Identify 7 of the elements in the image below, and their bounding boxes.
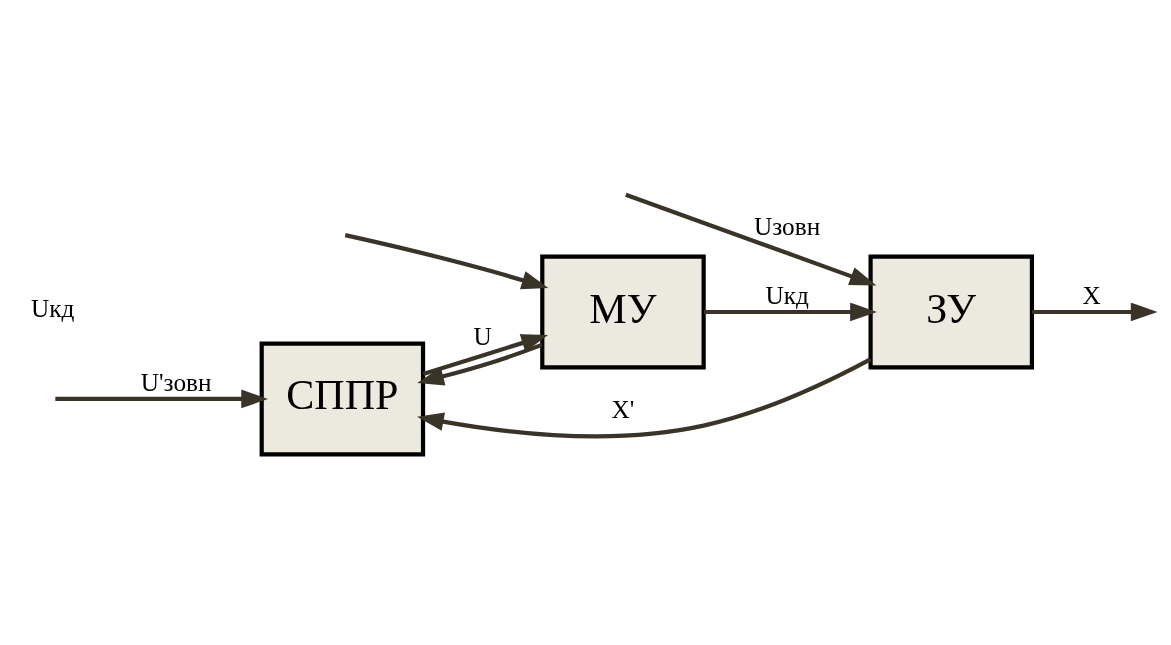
label: Uкд [30, 293, 75, 322]
edge-label: Uкд [765, 280, 809, 309]
edge-label: X [1082, 280, 1101, 309]
edge-label: X' [611, 394, 635, 423]
edge-label: Uзовн [754, 211, 821, 240]
edge-label: U [473, 321, 492, 350]
edge-label: U'зовн [140, 367, 212, 396]
